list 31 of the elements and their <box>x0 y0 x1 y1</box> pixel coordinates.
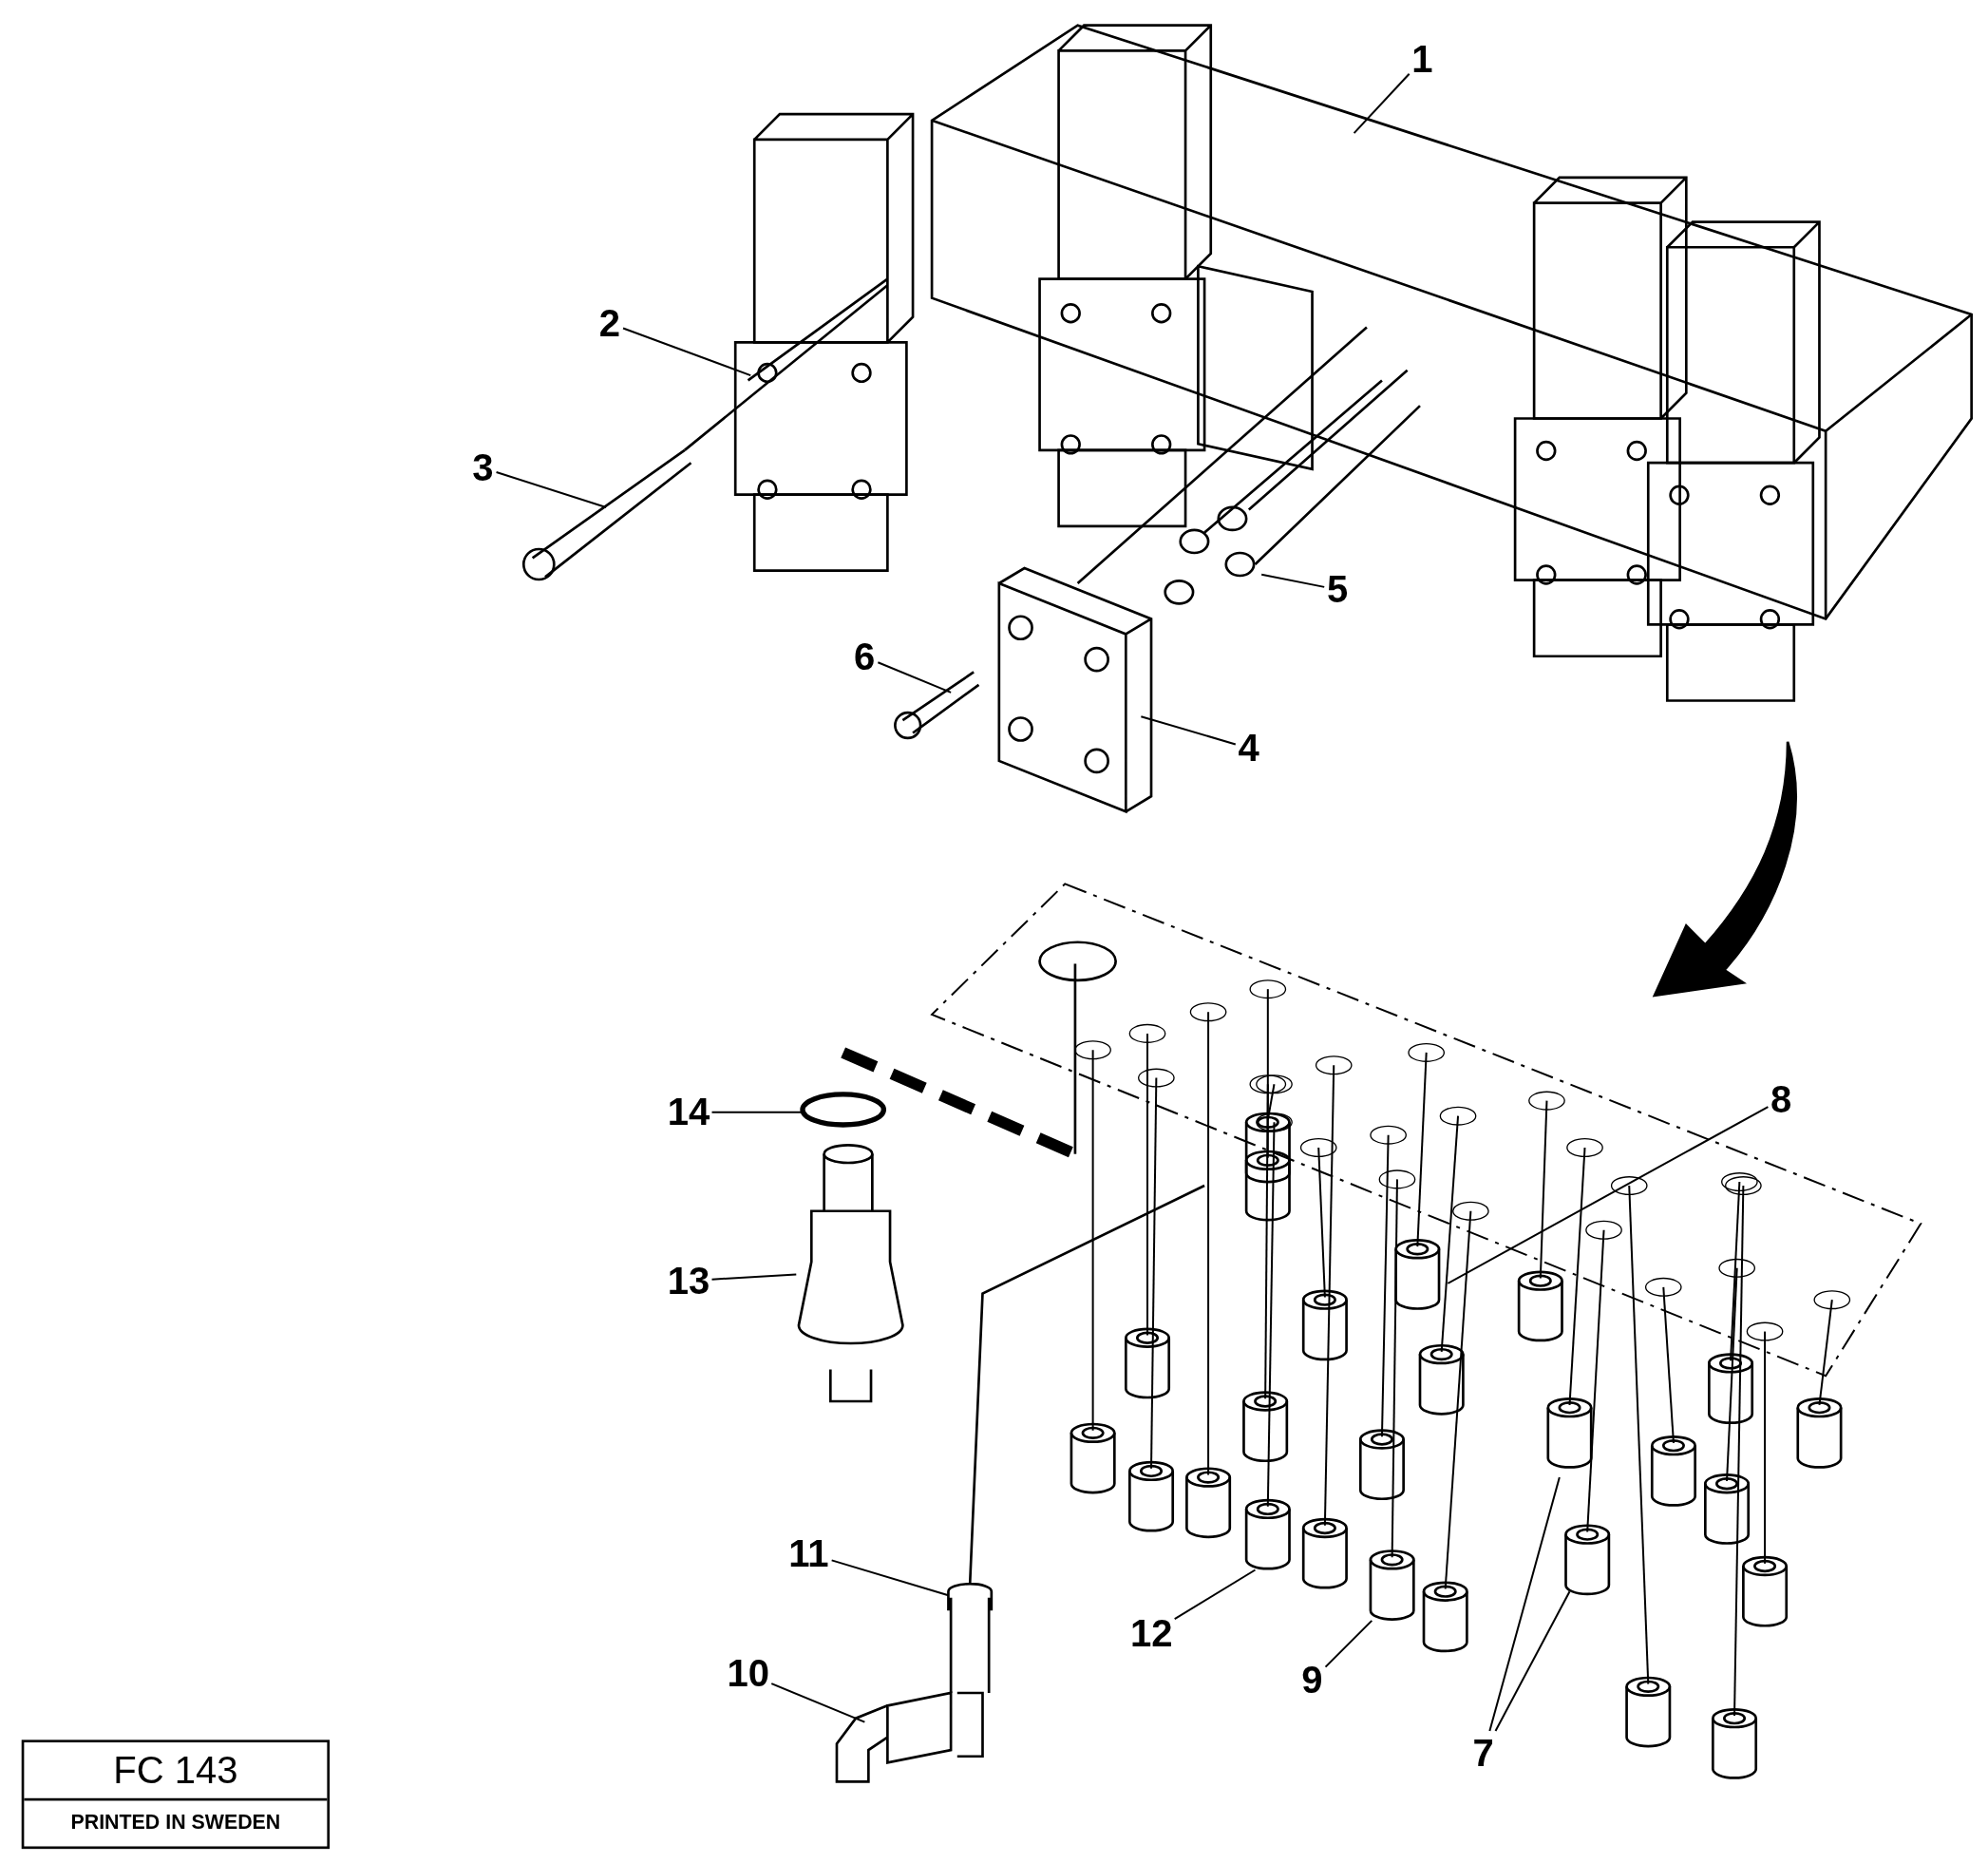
leader-line <box>1260 573 1326 588</box>
leader-line <box>1140 715 1237 746</box>
callout-number: 4 <box>1238 726 1259 770</box>
callout-number: 6 <box>854 635 876 679</box>
callout-number: 3 <box>472 446 494 490</box>
leader-line <box>1488 1476 1561 1733</box>
leader-line <box>877 661 953 694</box>
callout-number: 7 <box>1472 1732 1494 1776</box>
leader-line <box>495 471 608 508</box>
callout-number: 14 <box>667 1090 710 1134</box>
leader-line <box>1353 72 1411 135</box>
leader-line <box>1447 1106 1770 1284</box>
drawing-number: FC 143 <box>24 1742 328 1801</box>
leader-line <box>1324 1619 1373 1668</box>
leader-line <box>830 1559 950 1597</box>
print-note: PRINTED IN SWEDEN <box>69 1810 282 1834</box>
leader-line <box>1494 1590 1571 1733</box>
callout-number: 8 <box>1770 1077 1792 1121</box>
callout-number: 2 <box>598 301 620 346</box>
callout-number: 5 <box>1326 568 1349 612</box>
leader-line <box>710 1111 803 1113</box>
leader-line <box>1173 1568 1257 1621</box>
callout-number: 11 <box>788 1531 829 1575</box>
callout-number: 1 <box>1411 38 1433 82</box>
leader-line <box>622 327 752 377</box>
callout-number: 13 <box>667 1259 710 1302</box>
callout-number: 10 <box>727 1652 770 1696</box>
leader-line <box>770 1682 866 1723</box>
leader-line <box>710 1273 798 1281</box>
callout-number: 9 <box>1301 1658 1323 1702</box>
callout-number: 12 <box>1130 1611 1173 1655</box>
